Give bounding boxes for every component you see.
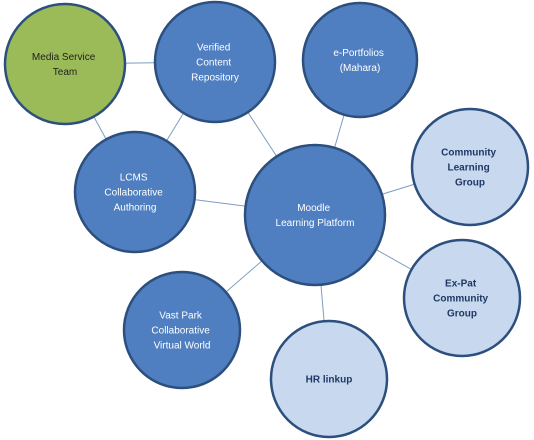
node-e-portfolios: e-Portfolios (Mahara) <box>301 1 419 119</box>
node-label: Moodle Learning Platform <box>276 203 355 229</box>
node-circle <box>122 270 242 390</box>
node-circle <box>402 238 522 358</box>
node-label-line: Virtual World <box>154 341 211 352</box>
node-label: e-Portfolios (Mahara) <box>333 48 386 74</box>
node-label: HR linkup <box>306 375 353 386</box>
node-label-line: Moodle <box>297 203 330 214</box>
node-label-line: Community <box>441 148 496 159</box>
node-label-line: Collaborative <box>151 326 210 337</box>
node-label: Ex-Pat Community Group <box>433 279 491 320</box>
node-label-line: Group <box>447 309 477 320</box>
node-circle <box>243 143 387 287</box>
node-label: Media Service Team <box>32 52 98 78</box>
node-label-line: e-Portfolios <box>333 48 384 59</box>
node-vast-park-virtual-world: Vast Park Collaborative Virtual World <box>122 270 242 390</box>
node-media-service-team: Media Service Team <box>3 2 127 126</box>
node-label-line: Group <box>455 178 485 189</box>
node-circle <box>410 107 530 227</box>
node-circle <box>269 319 389 439</box>
node-label-line: Repository <box>191 73 239 84</box>
node-label-line: Vast Park <box>159 311 203 322</box>
node-verified-content-repository: Verified Content Repository <box>153 0 277 124</box>
node-label-line: HR linkup <box>306 375 353 386</box>
node-label-line: Authoring <box>114 203 157 214</box>
node-label-line: Ex-Pat <box>445 279 477 290</box>
node-label-line: Team <box>53 67 77 78</box>
node-label: Verified Content Repository <box>191 43 239 84</box>
node-label-line: Verified <box>197 43 230 54</box>
node-hr-linkup: HR linkup <box>269 319 389 439</box>
node-circle <box>73 130 197 254</box>
node-label-line: Community <box>433 294 488 305</box>
node-lcms-collaborative-authoring: LCMS Collaborative Authoring <box>73 130 197 254</box>
node-label-line: LCMS <box>120 173 148 184</box>
node-ex-pat-community-group: Ex-Pat Community Group <box>402 238 522 358</box>
node-moodle-learning-platform: Moodle Learning Platform <box>243 143 387 287</box>
node-label: Community Learning Group <box>441 148 499 189</box>
node-circle <box>3 2 127 126</box>
node-label-line: Media Service <box>32 52 96 63</box>
node-community-learning-group: Community Learning Group <box>410 107 530 227</box>
node-circle <box>301 1 419 119</box>
node-label-line: Learning <box>447 163 489 174</box>
node-label-line: Collaborative <box>104 188 163 199</box>
node-label-line: Content <box>196 58 231 69</box>
node-label-line: (Mahara) <box>340 63 381 74</box>
node-circle <box>153 0 277 124</box>
node-label: LCMS Collaborative Authoring <box>104 173 165 214</box>
node-label-line: Learning Platform <box>276 218 355 229</box>
node-label: Vast Park Collaborative Virtual World <box>151 311 212 352</box>
